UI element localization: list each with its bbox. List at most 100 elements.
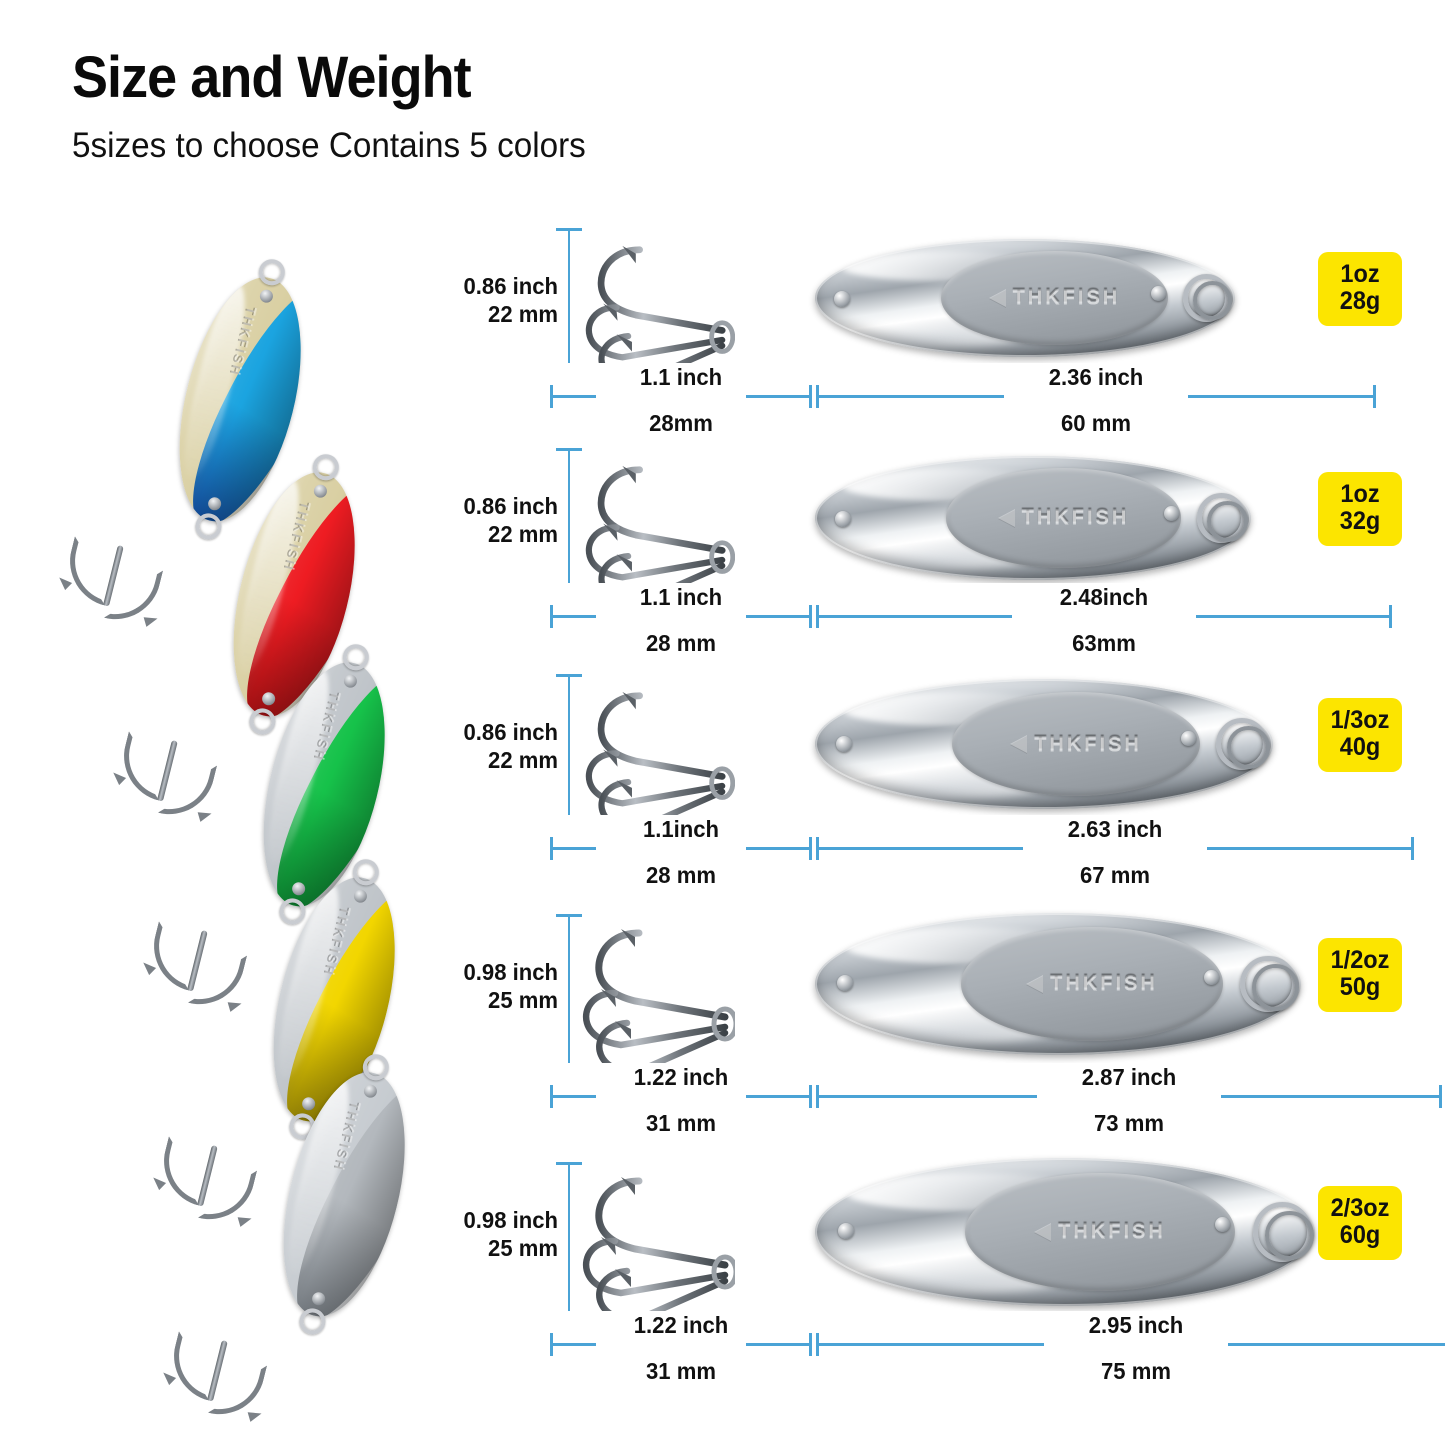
brand-name-text: THKFISH [1021, 506, 1130, 529]
spoon-illustration: THKFISH [815, 456, 1251, 580]
vertical-dimension-label: 0.98 inch 25 mm [426, 1206, 559, 1262]
body-length-dimension: 2.48inch 63mm [816, 583, 1392, 658]
vertical-dimension: 0.86 inch 22 mm [428, 666, 588, 836]
spoon-brand-plate: THKFISH [945, 468, 1182, 568]
dimension-label-gap [596, 395, 746, 398]
spoon-brand-plate: THKFISH [965, 1172, 1235, 1292]
vertical-dimension: 0.98 inch 25 mm [428, 1154, 588, 1324]
spoon-illustration: THKFISH [815, 679, 1273, 809]
size-row: 0.98 inch 25 mm [400, 887, 1442, 1138]
spoon-rivet-rear [1215, 1217, 1230, 1233]
weight-badge: 1oz 32g [1318, 472, 1402, 546]
vertical-dimension-label: 0.86 inch 22 mm [426, 272, 559, 328]
hook-barb-left [139, 958, 157, 976]
hook-length-dimension: 1.1 inch 28 mm [550, 583, 812, 658]
header: Size and Weight 5sizes to choose Contain… [72, 47, 613, 166]
size-row: 0.86 inch 22 mm [400, 655, 1414, 890]
spoon-rivet-rear [1163, 505, 1179, 521]
weight-grams: 40g [1339, 733, 1381, 761]
brand-name-text: THKFISH [1012, 286, 1121, 309]
body-length-dimension: 2.36 inch 60 mm [816, 363, 1376, 438]
spoon-split-ring-rear-inner [1227, 725, 1271, 769]
hook-length-mm: 28 mm [555, 861, 807, 890]
treble-hook-svg [582, 1176, 739, 1323]
weight-badge: 1/2oz 50g [1318, 938, 1402, 1012]
dimension-tick-right [1411, 837, 1414, 860]
spoon-illustration: THKFISH [815, 239, 1235, 357]
body-length-inch: 2.48inch [827, 583, 1381, 612]
body-length-mm: 60 mm [827, 409, 1365, 438]
dimension-line-vertical [568, 676, 570, 826]
weight-grams: 28g [1339, 287, 1381, 315]
size-row: 0.86 inch 22 mm [400, 215, 1410, 438]
dimension-tick-top [556, 448, 582, 451]
dimension-tick-top [556, 1162, 582, 1165]
hook-barb-left [149, 1173, 167, 1191]
dimension-label-gap [596, 615, 746, 618]
vertical-dimension-label: 0.98 inch 25 mm [426, 958, 559, 1014]
spoon-brand-plate: THKFISH [941, 250, 1168, 346]
body-length-mm: 67 mm [827, 861, 1403, 890]
treble-hook-svg [585, 691, 736, 832]
dimension-tick-top [556, 674, 582, 677]
color-variants-panel: THKFISH THKFISH [40, 225, 427, 1425]
body-length-inch: 2.63 inch [827, 815, 1403, 844]
weight-oz: 1/2oz [1330, 946, 1390, 974]
vertical-dimension-label: 0.86 inch 22 mm [426, 718, 559, 774]
brand-name-text: THKFISH [1034, 732, 1142, 755]
brand-engraving: THKFISH [997, 506, 1130, 529]
hook-barb-left [109, 768, 127, 786]
size-row: 0.98 inch 25 mm [400, 1135, 1445, 1386]
vertical-dimension: 0.98 inch 25 mm [428, 906, 588, 1076]
hook-barb-right [237, 1213, 253, 1227]
body-length-mm: 63mm [827, 629, 1381, 658]
weight-oz: 2/3oz [1330, 1194, 1390, 1222]
body-length-inch: 2.87 inch [828, 1063, 1430, 1092]
brand-engraving: THKFISH [1034, 1220, 1166, 1243]
horizontal-dimensions: 1.22 inch 31 mm 2.95 inch 75 mm [550, 1311, 1445, 1386]
fish-triangle-logo-icon [997, 508, 1015, 527]
weight-grams: 32g [1339, 507, 1381, 535]
treble-hook-svg [582, 928, 739, 1075]
body-length-dimension: 2.95 inch 75 mm [816, 1311, 1445, 1386]
hook-length-mm: 28mm [555, 409, 807, 438]
body-length-inch: 2.36 inch [827, 363, 1365, 392]
weight-badge: 1/3oz 40g [1318, 698, 1402, 772]
spoon-rivet-front [836, 975, 853, 992]
dimension-label-gap [596, 847, 746, 850]
weight-oz: 1oz [1340, 260, 1380, 288]
body-length-inch: 2.95 inch [828, 1311, 1444, 1340]
hook-illustration [575, 923, 739, 1086]
vertical-dim-mm: 25 mm [488, 1235, 558, 1262]
fish-triangle-logo-icon [1010, 735, 1028, 753]
spoon-split-ring-rear-inner [1207, 500, 1249, 542]
weight-grams: 50g [1339, 973, 1381, 1001]
hook-barb-right [197, 808, 213, 822]
hook-length-label: 1.1 inch 28 mm [555, 583, 807, 658]
vertical-dimension: 0.86 inch 22 mm [428, 220, 588, 390]
spoon-illustration: THKFISH [815, 1158, 1315, 1306]
dimension-line-vertical [568, 450, 570, 600]
hook-length-inch: 1.1inch [555, 815, 807, 844]
dimension-label-gap [1037, 1095, 1221, 1098]
vertical-dimension: 0.86 inch 22 mm [428, 440, 588, 610]
dimension-tick-left [816, 837, 819, 860]
dimension-label-gap [1044, 1343, 1228, 1346]
dimension-tick-right [809, 1085, 812, 1108]
dimension-tick-right [809, 605, 812, 628]
hook-length-label: 1.22 inch 31 mm [555, 1063, 807, 1138]
size-rows: 0.86 inch 22 mm [400, 215, 1445, 1386]
dimension-tick-left [550, 385, 553, 408]
body-length-dimension: 2.87 inch 73 mm [816, 1063, 1442, 1138]
hook-barb-right [227, 998, 243, 1012]
brand-name-text: THKFISH [1050, 972, 1158, 995]
dimension-tick-right [1373, 385, 1376, 408]
dimension-tick-top [556, 228, 582, 231]
body-length-label: 2.36 inch 60 mm [827, 363, 1365, 438]
hook-length-mm: 31 mm [555, 1357, 807, 1386]
spoon-rivet-rear [1203, 969, 1219, 985]
dimension-label-gap [596, 1095, 746, 1098]
hook-barb-left [55, 573, 73, 591]
body-length-label: 2.48inch 63mm [827, 583, 1381, 658]
dimension-label-gap [1012, 615, 1196, 618]
